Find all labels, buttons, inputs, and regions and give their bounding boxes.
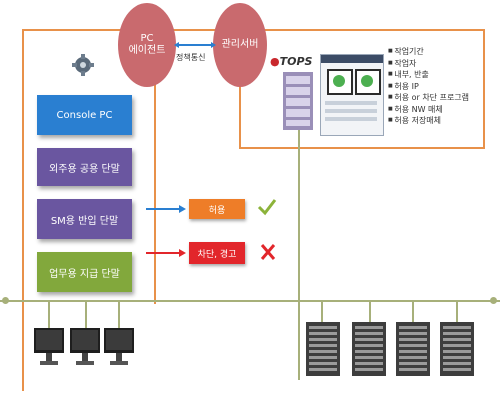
tops-logo-mark: ● bbox=[270, 55, 280, 68]
policy-link-label: 정책통신 bbox=[176, 53, 206, 62]
pc-agent-node: PC 에이전트 bbox=[118, 3, 176, 87]
gear-icon bbox=[72, 54, 94, 76]
server-drop-line bbox=[321, 302, 323, 324]
block-result-label: 차단, 경고 bbox=[197, 249, 237, 260]
console-pc-label: Console PC bbox=[56, 109, 113, 121]
console-row bbox=[325, 101, 377, 105]
server-rack-icon bbox=[440, 322, 474, 376]
monitor-drop-line bbox=[85, 302, 87, 328]
allow-arrow bbox=[146, 205, 186, 213]
console-pc-panel: Console PC bbox=[37, 95, 132, 135]
pc-agent-label: PC 에이전트 bbox=[128, 33, 166, 56]
feature-item: 허용 IP bbox=[388, 81, 488, 93]
server-drop-line bbox=[369, 302, 371, 324]
allow-result-badge: 허용 bbox=[189, 199, 245, 219]
block-result-badge: 차단, 경고 bbox=[189, 242, 245, 264]
feature-item: 허용 저장매체 bbox=[388, 115, 488, 127]
monitor-icon bbox=[70, 328, 100, 365]
console-row bbox=[325, 109, 377, 113]
device-group-frame bbox=[22, 84, 156, 304]
block-arrow bbox=[146, 249, 186, 257]
mgmt-server-label: 관리서버 bbox=[221, 39, 259, 50]
feature-item: 내부, 반출 bbox=[388, 69, 488, 81]
server-rack-icon bbox=[352, 322, 386, 376]
monitor-icon-2 bbox=[355, 69, 381, 95]
feature-item: 허용 NW 매체 bbox=[388, 104, 488, 116]
monitor-drop-line bbox=[118, 302, 120, 328]
policy-link-arrow bbox=[174, 42, 216, 48]
check-mark-icon bbox=[257, 199, 277, 216]
feature-item: 작업자 bbox=[388, 58, 488, 70]
backbone-end-right bbox=[490, 297, 497, 304]
console-screenshot bbox=[320, 54, 384, 136]
mgmt-server-node: 관리서버 bbox=[213, 3, 267, 87]
server-rack-icon bbox=[306, 322, 340, 376]
backbone-end-left bbox=[2, 297, 9, 304]
monitor-icon-1 bbox=[327, 69, 353, 95]
network-backbone bbox=[0, 300, 500, 302]
server-connector-line bbox=[298, 130, 300, 380]
monitor-icon bbox=[104, 328, 134, 365]
console-screenshot-header bbox=[321, 55, 383, 63]
policy-feature-list: 작업기간 작업자 내부, 반출 허용 IP 허용 or 차단 프로그램 허용 N… bbox=[388, 46, 488, 127]
server-drop-line bbox=[456, 302, 458, 324]
allow-result-label: 허용 bbox=[208, 205, 226, 216]
tops-logo: ●TOPS bbox=[270, 55, 313, 68]
business-terminal-label: 업무용 지급 단말 bbox=[49, 268, 120, 280]
external-terminal-panel: 외주용 공용 단말 bbox=[37, 148, 132, 186]
console-row bbox=[325, 117, 377, 121]
server-drop-line bbox=[412, 302, 414, 324]
server-rack-icon bbox=[396, 322, 430, 376]
check-icon bbox=[333, 75, 345, 87]
sm-import-terminal-label: SM용 반입 단말 bbox=[50, 215, 119, 227]
sm-import-terminal-panel: SM용 반입 단말 bbox=[37, 199, 132, 239]
feature-item: 작업기간 bbox=[388, 46, 488, 58]
external-terminal-label: 외주용 공용 단말 bbox=[49, 163, 120, 175]
feature-item: 허용 or 차단 프로그램 bbox=[388, 92, 488, 104]
monitor-drop-line bbox=[48, 302, 50, 328]
server-rack-icon bbox=[283, 72, 313, 130]
business-terminal-panel: 업무용 지급 단말 bbox=[37, 252, 132, 292]
check-icon bbox=[361, 75, 373, 87]
cross-mark-icon bbox=[260, 244, 276, 260]
monitor-icon bbox=[34, 328, 64, 365]
